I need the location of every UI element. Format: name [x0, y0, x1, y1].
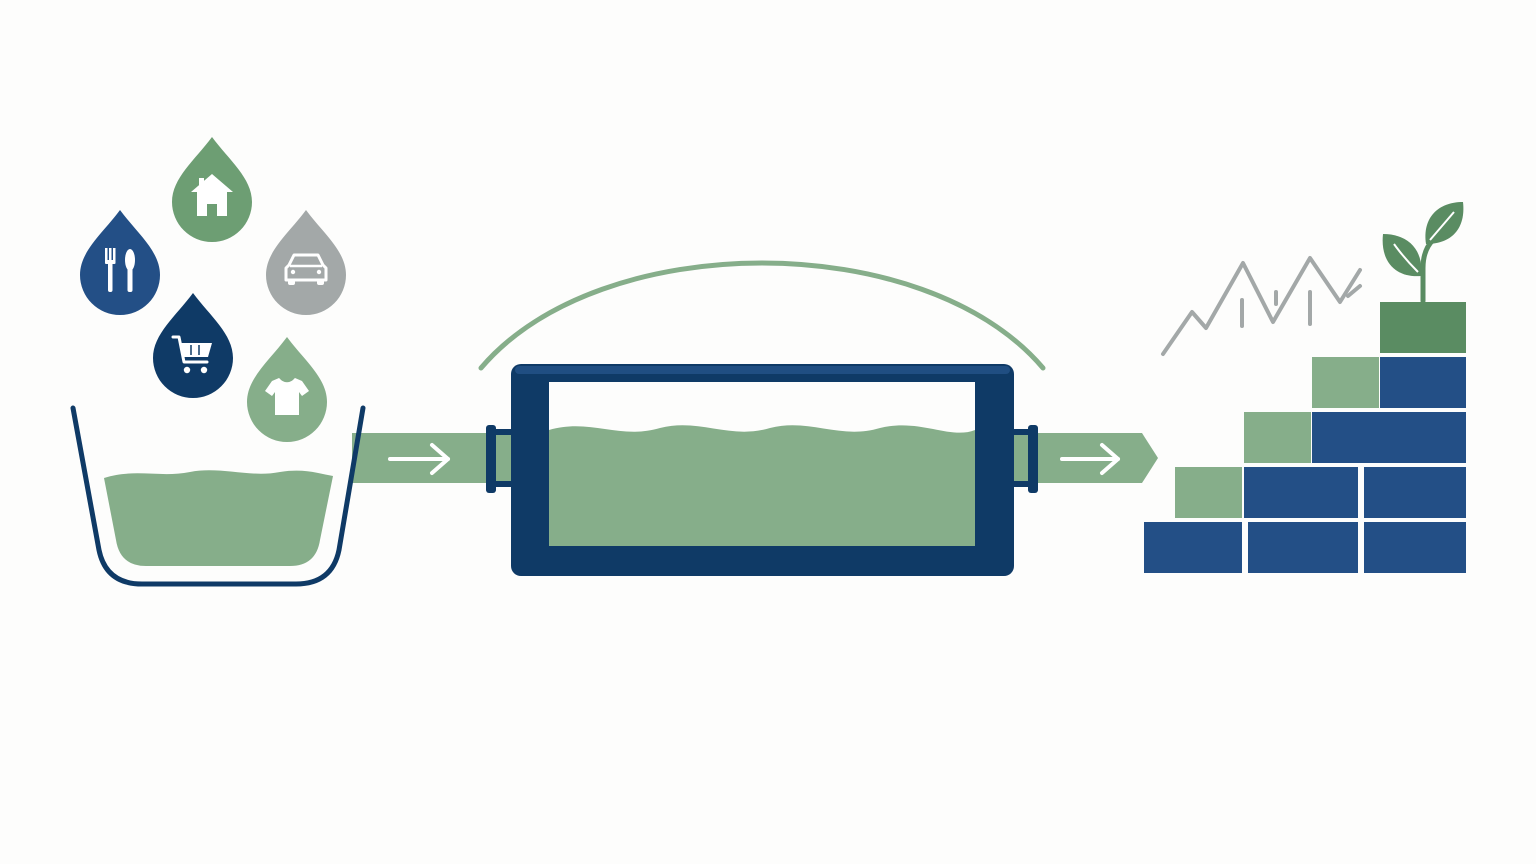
tank-arc: [478, 260, 1046, 371]
storage-tank: [478, 260, 1046, 576]
stair-block-blue: [1380, 357, 1466, 408]
drop-fork-knife: [80, 210, 160, 315]
arrow-right-icon: [1060, 443, 1120, 475]
pipe-connector-left: [486, 425, 514, 493]
growth-stairs: [1144, 302, 1466, 573]
stair-block-blue: [1364, 522, 1466, 573]
basin-water: [104, 470, 333, 566]
stair-block-green: [1312, 357, 1379, 408]
shopping-cart-icon: [171, 335, 212, 374]
fork-knife-icon: [105, 248, 135, 292]
drop-house: [172, 137, 252, 242]
drop-shopping-cart: [153, 293, 233, 398]
drop-shirt: [247, 337, 327, 442]
stair-block-blue: [1244, 467, 1358, 518]
pipe-connector-right: [1010, 425, 1038, 493]
stair-block-blue: [1144, 522, 1242, 573]
collection-basin: [70, 405, 366, 587]
basin-outline: [70, 405, 366, 587]
trend-line-icon: [1161, 256, 1362, 356]
stair-block-blue: [1312, 412, 1466, 463]
shirt-icon: [265, 378, 309, 415]
stair-block-green-top: [1380, 302, 1466, 353]
house-icon: [191, 174, 233, 216]
drop-car: [266, 210, 346, 315]
sprout-icon: [1382, 202, 1464, 304]
car-icon: [284, 253, 328, 285]
stair-block-blue: [1248, 522, 1358, 573]
stair-block-green: [1175, 467, 1242, 518]
tank-water: [549, 425, 975, 546]
stair-block-blue: [1364, 467, 1466, 518]
arrow-right-icon: [388, 443, 450, 475]
stair-block-green: [1244, 412, 1311, 463]
